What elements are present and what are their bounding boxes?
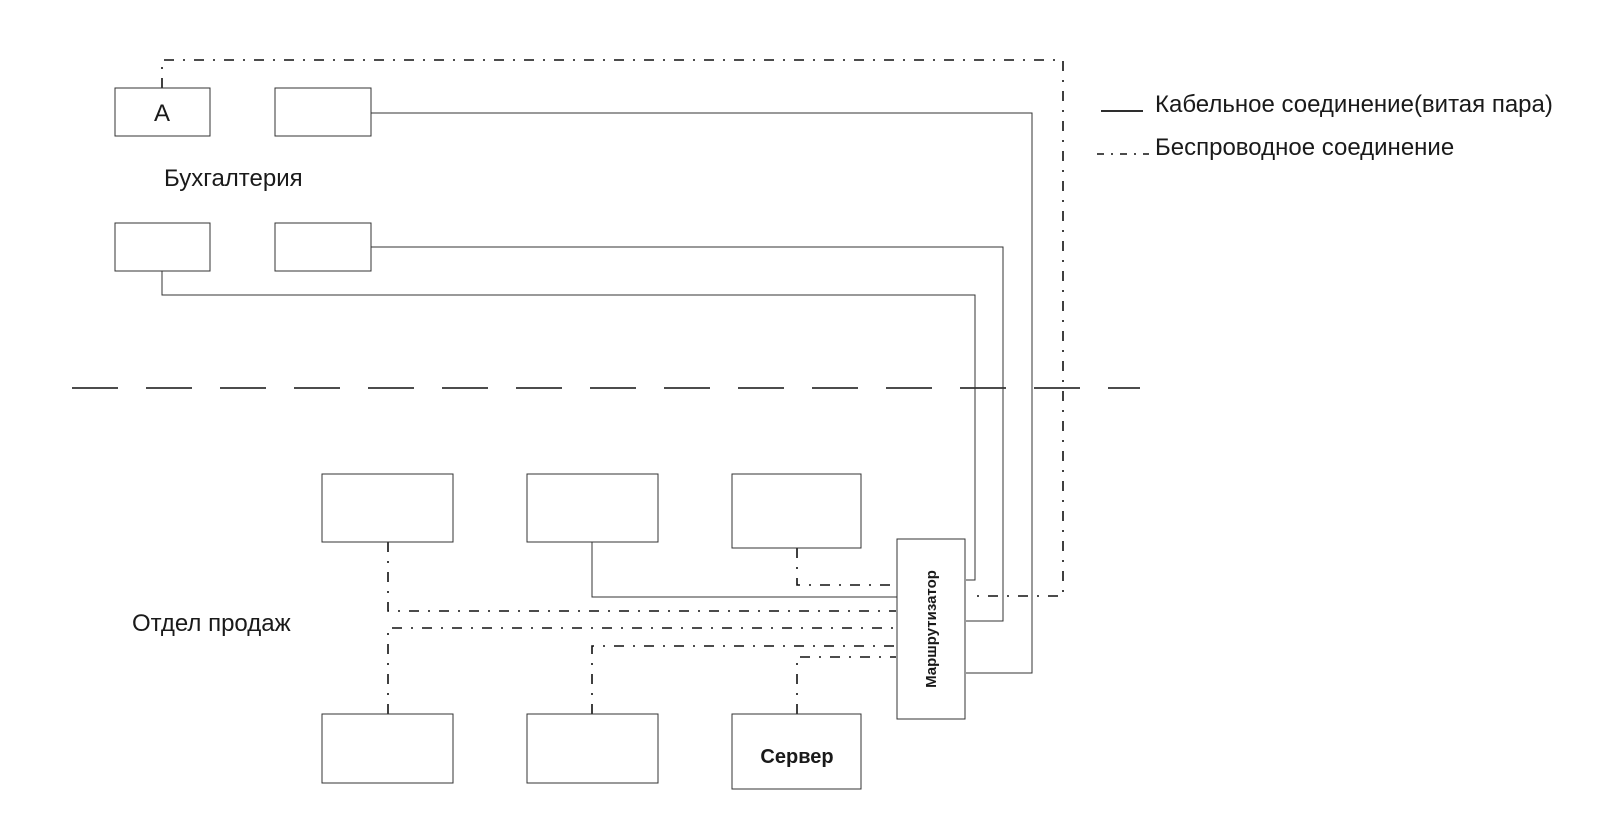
wireless-link-server (796, 656, 896, 714)
pc-accounting-top-right[interactable] (274, 87, 372, 137)
cable-links (161, 112, 1033, 674)
legend-cable-label: Кабельное соединение(витая пара) (1155, 91, 1553, 118)
wireless-link-sales-top-left (387, 542, 896, 612)
pc-sales-top-middle[interactable] (526, 473, 659, 543)
pc-sales-top-left[interactable] (321, 473, 454, 543)
accounting-department: А Бухгалтерия (114, 87, 372, 272)
pc-sales-bottom-left[interactable] (321, 713, 454, 784)
server-node[interactable] (731, 713, 862, 790)
wireless-link-sales-bottom-middle (591, 645, 896, 714)
pc-accounting-bottom-right[interactable] (274, 222, 372, 272)
pc-sales-top-right[interactable] (731, 473, 862, 549)
pc-accounting-bottom-left[interactable] (114, 222, 211, 272)
legend-wireless-label: Беспроводное соединение (1155, 134, 1454, 161)
cable-link-accounting-bottom-right (371, 246, 1004, 622)
cable-link-accounting-bottom-left (161, 271, 976, 581)
router-label: Маршрутизатор (923, 570, 940, 688)
wireless-links (161, 59, 1064, 714)
pc-sales-bottom-middle[interactable] (526, 713, 659, 784)
pc-a-label: А (154, 100, 170, 127)
sales-label: Отдел продаж (132, 610, 291, 637)
cable-link-sales-top-middle (591, 542, 898, 598)
wireless-link-sales-top-right (796, 548, 896, 586)
router-node[interactable] (896, 538, 966, 720)
server-label: Сервер (760, 746, 833, 768)
sales-department: Сервер Отдел продаж (132, 473, 862, 790)
pc-a[interactable] (114, 87, 211, 137)
router: Маршрутизатор (896, 538, 966, 720)
wireless-link-sales-bottom-left (387, 627, 896, 714)
cable-link-accounting-top-right (371, 112, 1033, 674)
accounting-label: Бухгалтерия (164, 165, 303, 192)
legend: Кабельное соединение(витая пара) Беспров… (1097, 91, 1553, 161)
